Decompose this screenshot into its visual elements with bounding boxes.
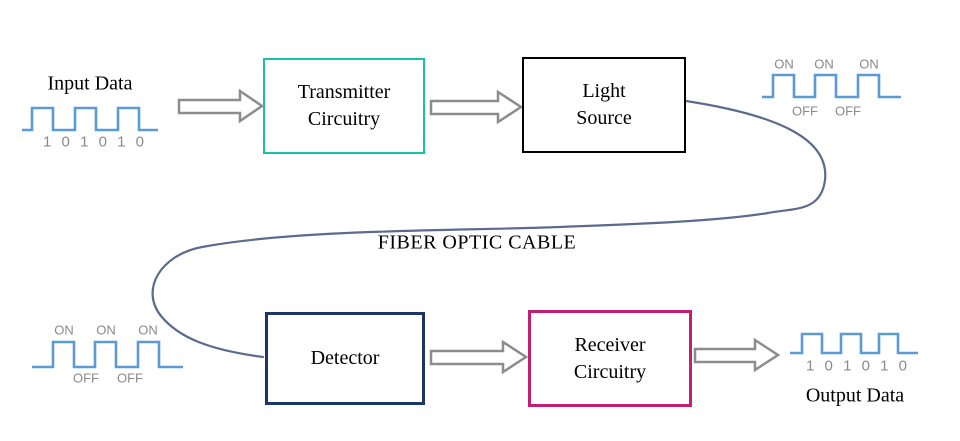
light-source-onoff-waveform: [762, 73, 901, 99]
receiver-label-line1: Receiver: [574, 333, 646, 356]
receiver-circuitry-box: Receiver Circuitry: [528, 310, 692, 407]
detector-box: Detector: [265, 312, 425, 405]
receiver-label-line2: Circuitry: [573, 360, 647, 383]
light-source-label-line1: Light: [582, 80, 626, 102]
off-label: OFF: [835, 103, 861, 119]
output-data-label: Output Data: [805, 384, 905, 407]
on-label: ON: [96, 322, 116, 338]
on-label: ON: [54, 322, 74, 338]
transmitter-circuitry-box: Transmitter Circuitry: [263, 58, 425, 154]
output-bits: 1 0 1 0 1 0: [806, 357, 910, 375]
input-data-label: Input Data: [47, 72, 133, 95]
detector-label: Detector: [310, 347, 380, 369]
light-source-label-line2: Source: [576, 107, 632, 129]
on-label: ON: [774, 56, 794, 72]
off-label: OFF: [117, 370, 143, 386]
light-source-box: Light Source: [522, 57, 686, 153]
output-data-waveform: [790, 332, 918, 355]
on-label: ON: [859, 56, 879, 72]
off-label: OFF: [792, 103, 818, 119]
fiber-optic-cable-line: [151, 99, 827, 359]
on-label: ON: [814, 56, 834, 72]
input-bits: 1 0 1 0 1 0: [43, 133, 147, 151]
flow-arrow-receiver-to-output: [693, 337, 781, 373]
transmitter-label-line1: Transmitter: [297, 81, 391, 103]
on-label: ON: [138, 322, 158, 338]
detector-onoff-waveform: [32, 340, 183, 369]
input-data-waveform: [22, 106, 158, 132]
transmitter-label-line2: Circuitry: [307, 108, 381, 130]
flow-arrow-detector-to-receiver: [429, 339, 529, 375]
flow-arrow-transmitter-to-lightsource: [429, 89, 524, 125]
flow-arrow-input-to-transmitter: [177, 88, 265, 124]
off-label: OFF: [73, 370, 99, 386]
fiber-optic-cable-label: FIBER OPTIC CABLE: [377, 231, 577, 254]
